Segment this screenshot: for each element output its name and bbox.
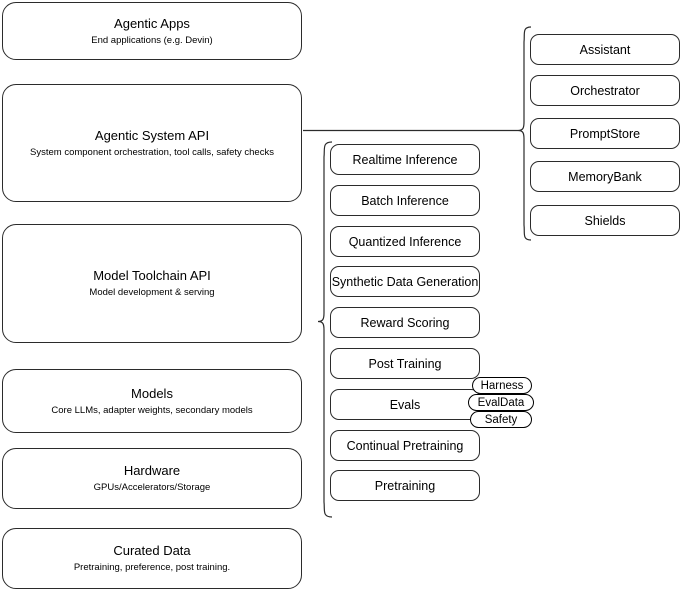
component-label: Shields	[584, 213, 626, 228]
layer-subtitle: Pretraining, preference, post training.	[73, 562, 231, 573]
layer-subtitle: Model development & serving	[89, 287, 215, 298]
component-memorybank[interactable]: MemoryBank	[530, 161, 680, 192]
layer-models[interactable]: Models Core LLMs, adapter weights, secon…	[2, 369, 302, 433]
capability-batch-inference[interactable]: Batch Inference	[330, 185, 480, 216]
capability-label: Evals	[389, 397, 421, 412]
layer-model-toolchain-api[interactable]: Model Toolchain API Model development & …	[2, 224, 302, 343]
capability-label: Realtime Inference	[352, 152, 458, 167]
capability-label: Pretraining	[374, 478, 436, 493]
layer-title: Agentic Apps	[114, 15, 190, 31]
component-label: MemoryBank	[568, 169, 642, 184]
eval-pill-label: EvalData	[477, 396, 525, 409]
capability-label: Reward Scoring	[360, 315, 450, 330]
capability-label: Synthetic Data Generation	[331, 274, 479, 289]
capability-reward-scoring[interactable]: Reward Scoring	[330, 307, 480, 338]
eval-pill-label: Harness	[480, 379, 524, 392]
capability-synthetic-data-generation[interactable]: Synthetic Data Generation	[330, 266, 480, 297]
layer-title: Model Toolchain API	[93, 268, 211, 283]
component-orchestrator[interactable]: Orchestrator	[530, 75, 680, 106]
eval-pill-harness[interactable]: Harness	[472, 377, 532, 394]
capability-evals[interactable]: Evals	[330, 389, 480, 420]
eval-pill-evaldata[interactable]: EvalData	[468, 394, 534, 411]
capability-quantized-inference[interactable]: Quantized Inference	[330, 226, 480, 257]
capability-post-training[interactable]: Post Training	[330, 348, 480, 379]
layer-subtitle: System component orchestration, tool cal…	[30, 146, 274, 158]
layer-title: Hardware	[123, 463, 181, 478]
eval-pill-safety[interactable]: Safety	[470, 411, 532, 428]
component-shields[interactable]: Shields	[530, 205, 680, 236]
layer-subtitle: GPUs/Accelerators/Storage	[93, 482, 211, 493]
capability-continual-pretraining[interactable]: Continual Pretraining	[330, 430, 480, 461]
capability-label: Post Training	[368, 356, 442, 371]
capability-realtime-inference[interactable]: Realtime Inference	[330, 144, 480, 175]
layer-title: Agentic System API	[94, 127, 210, 143]
layer-subtitle: End applications (e.g. Devin)	[91, 34, 213, 46]
layer-hardware[interactable]: Hardware GPUs/Accelerators/Storage	[2, 448, 302, 509]
layer-agentic-apps[interactable]: Agentic Apps End applications (e.g. Devi…	[2, 2, 302, 60]
component-label: PromptStore	[569, 126, 641, 141]
capability-label: Batch Inference	[361, 193, 449, 208]
capability-label: Quantized Inference	[348, 234, 462, 249]
layer-agentic-system-api[interactable]: Agentic System API System component orch…	[2, 84, 302, 202]
layer-curated-data[interactable]: Curated Data Pretraining, preference, po…	[2, 528, 302, 589]
component-label: Orchestrator	[570, 83, 640, 98]
eval-pill-label: Safety	[484, 413, 518, 426]
layer-title: Curated Data	[113, 543, 191, 558]
layer-subtitle: Core LLMs, adapter weights, secondary mo…	[51, 404, 253, 416]
layer-title: Models	[131, 385, 173, 401]
component-promptstore[interactable]: PromptStore	[530, 118, 680, 149]
capability-label: Continual Pretraining	[346, 438, 464, 453]
component-assistant[interactable]: Assistant	[530, 34, 680, 65]
component-label: Assistant	[579, 42, 631, 57]
capability-pretraining[interactable]: Pretraining	[330, 470, 480, 501]
